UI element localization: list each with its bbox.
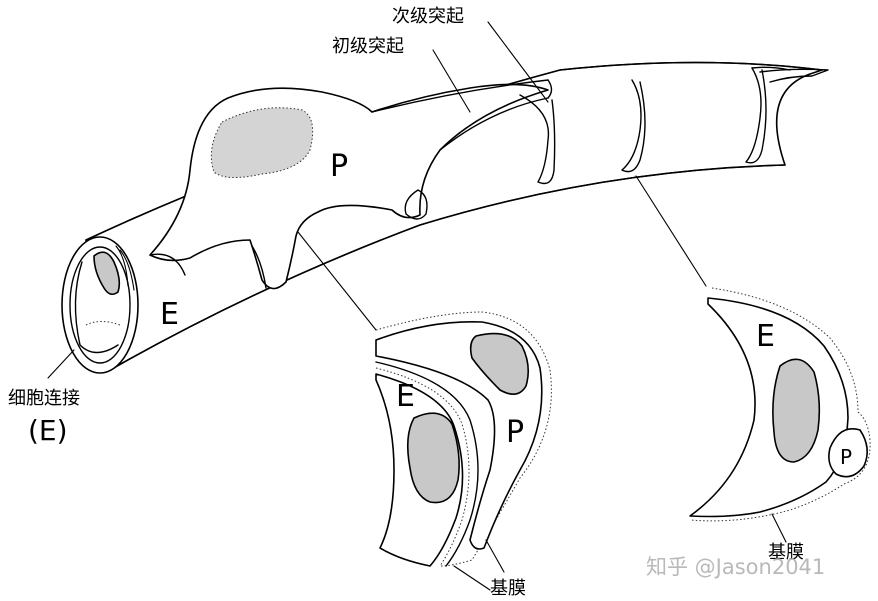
cross-section-nucleus [93,251,121,296]
detail-right [689,287,871,543]
label-pericyte-detail-right: P [840,445,852,469]
right-endothelial-nucleus [772,358,821,463]
left-endothelial-nucleus [406,412,460,504]
label-cell-junction-paren: (E) [28,414,68,447]
label-basement-membrane-left: 基膜 [490,578,526,599]
label-pericyte-detail-left: P [506,415,524,450]
label-endothelial-detail-left: E [396,379,415,414]
leader-lines [47,21,707,379]
pericyte-nucleus [210,107,314,178]
label-endothelial-detail-right: E [756,319,775,354]
label-pericyte-main: P [330,149,348,184]
secondary-processes [404,66,791,220]
primary-process [371,79,553,151]
label-endothelial-main: E [160,297,179,332]
label-secondary-process: 次级突起 [392,6,464,27]
label-primary-process: 初级突起 [332,36,404,57]
label-cell-junction: 细胞连接 [8,388,80,409]
label-basement-membrane-right: 基膜 [768,542,804,563]
tube-cross-section [61,236,139,374]
detail-left [375,311,552,591]
watermark-text: 知乎 @Jason2041 [646,555,825,579]
left-pericyte-nucleus [469,332,530,395]
pericyte-body [149,83,549,290]
